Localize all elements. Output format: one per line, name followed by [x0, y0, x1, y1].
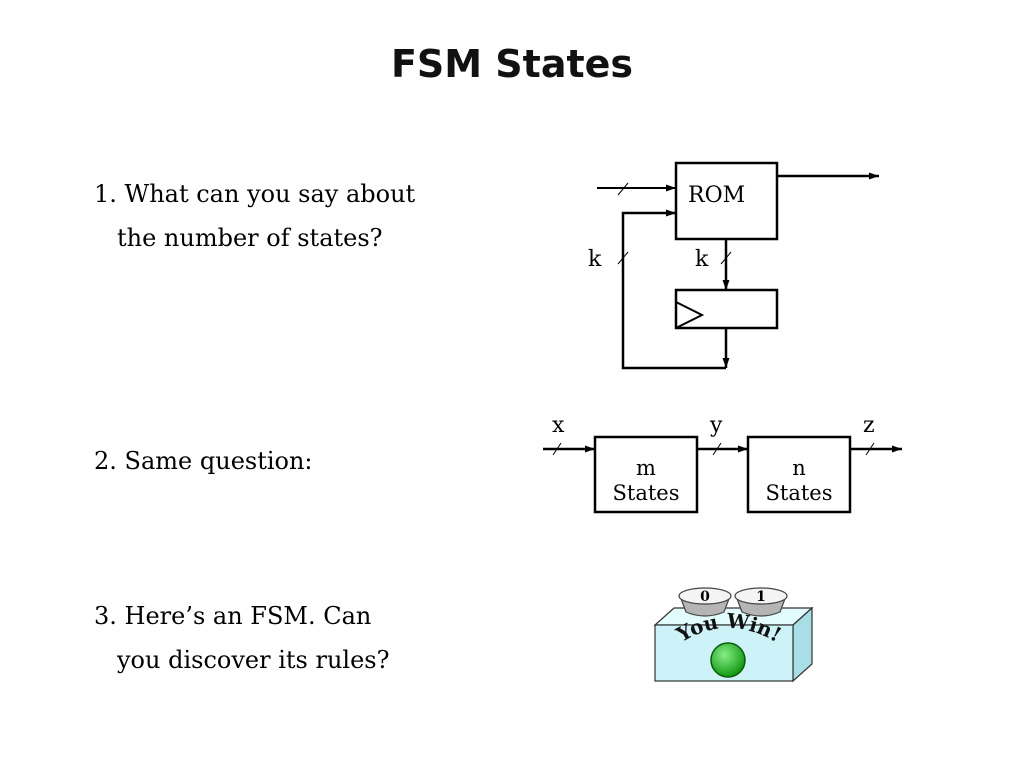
feedback-wire — [621, 209, 726, 370]
button-1-label: 1 — [756, 589, 766, 605]
win-light — [710, 642, 746, 678]
z-label: z — [863, 413, 875, 438]
button-0-label: 0 — [700, 589, 710, 605]
feedback-bus-tick — [617, 251, 629, 265]
n-states-label-1: n — [792, 456, 806, 480]
question-1: 1. What can you say about the number of … — [94, 172, 415, 260]
button-1[interactable] — [734, 587, 788, 617]
rom-width-label: k — [695, 247, 709, 272]
question-2: 2. Same question: — [94, 439, 313, 483]
m-states-box — [593, 435, 699, 514]
clock-triangle — [675, 301, 705, 329]
y-label: y — [709, 413, 723, 438]
rom-label: ROM — [688, 183, 745, 208]
feedback-width-label: k — [588, 247, 602, 272]
y-bus-tick — [712, 442, 722, 456]
x-label: x — [552, 413, 565, 438]
z-bus-tick — [865, 442, 875, 456]
m-states-label-2: States — [613, 481, 680, 505]
n-states-label-2: States — [766, 481, 833, 505]
question-1-line-1: 1. What can you say about — [94, 180, 416, 208]
rom-bus-tick — [720, 251, 732, 265]
question-3: 3. Here’s an FSM. Can you discover its r… — [94, 594, 389, 682]
cascade-diagram — [543, 435, 902, 514]
question-1-line-2: the number of states? — [117, 224, 383, 252]
m-states-label-1: m — [636, 456, 656, 480]
rom-register-diagram — [597, 161, 879, 370]
question-3-line-1: 3. Here’s an FSM. Can — [94, 602, 372, 630]
question-2-line-1: 2. Same question: — [94, 447, 313, 475]
input-bus-tick — [617, 182, 629, 196]
page-title: FSM States — [390, 42, 634, 86]
question-3-line-2: you discover its rules? — [117, 646, 390, 674]
button-0[interactable] — [678, 587, 732, 617]
x-bus-tick — [552, 442, 562, 456]
n-states-box — [746, 435, 852, 514]
